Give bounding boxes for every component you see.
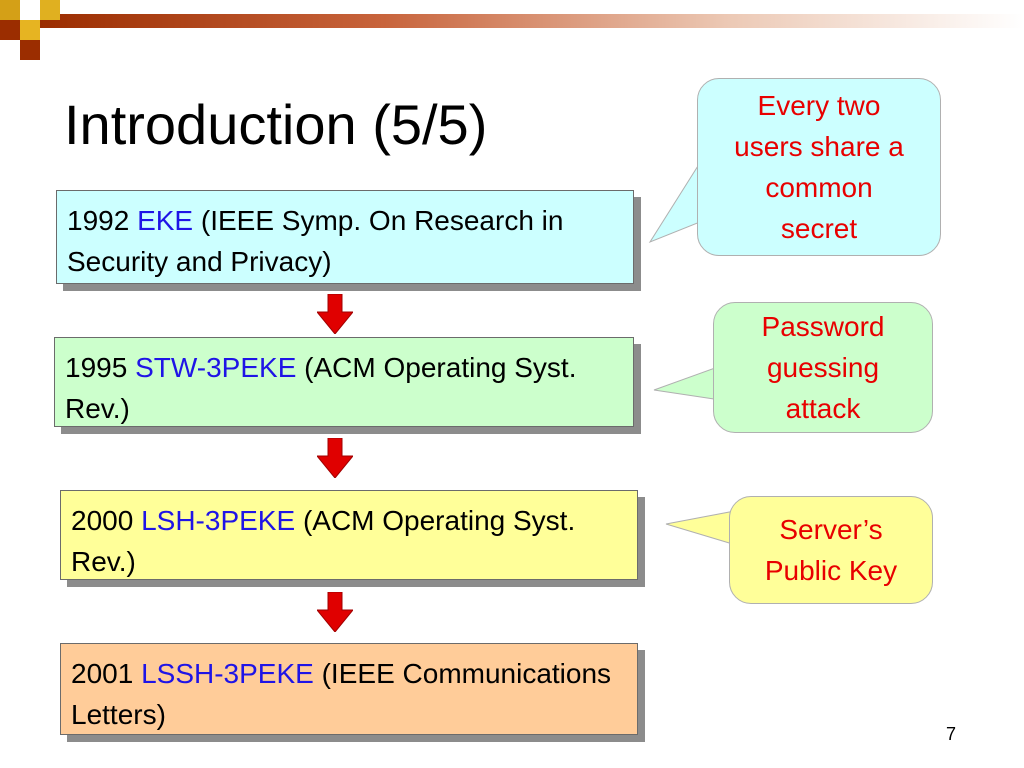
logo-square	[20, 40, 40, 60]
callout-shared-secret: Every two users share a common secret	[697, 78, 941, 256]
box-year: 2000	[71, 505, 134, 536]
box-scheme-name: LSSH-3PEKE	[141, 658, 314, 689]
box-venue: (IEEE Symp. On Research in Security and …	[67, 205, 564, 277]
box-venue: (IEEE Communications Letters)	[71, 658, 612, 730]
callout-text: Password guessing attack	[761, 311, 885, 424]
logo-square	[20, 0, 40, 20]
box-scheme-name: EKE	[137, 205, 194, 236]
box-year: 2001	[71, 658, 134, 689]
down-arrow-icon	[317, 592, 353, 632]
down-arrow-icon	[317, 294, 353, 334]
box-scheme-name: LSH-3PEKE	[141, 505, 296, 536]
callout-password-guessing: Password guessing attack	[713, 302, 933, 433]
timeline-box-1992: 1992 EKE (IEEE Symp. On Research in Secu…	[56, 190, 634, 284]
box-year: 1995	[65, 352, 128, 383]
timeline-box-2001: 2001 LSSH-3PEKE (IEEE Communications Let…	[60, 643, 638, 735]
logo-square	[0, 0, 20, 20]
logo-square	[20, 20, 40, 40]
box-venue: (ACM Operating Syst. Rev.)	[65, 352, 577, 424]
box-year: 1992	[67, 205, 130, 236]
box-venue: (ACM Operating Syst. Rev.)	[71, 505, 576, 577]
box-scheme-name: STW-3PEKE	[135, 352, 297, 383]
callout-server-public-key: Server’s Public Key	[729, 496, 933, 604]
timeline-box-1995: 1995 STW-3PEKE (ACM Operating Syst. Rev.…	[54, 337, 634, 427]
callout-text: Server’s Public Key	[764, 514, 898, 586]
logo-square	[0, 20, 20, 40]
logo-square	[40, 0, 60, 20]
down-arrow-icon	[317, 438, 353, 478]
timeline-box-2000: 2000 LSH-3PEKE (ACM Operating Syst. Rev.…	[60, 490, 638, 580]
page-number: 7	[946, 724, 957, 744]
callout-text: Every two users share a common secret	[734, 90, 904, 244]
slide-title: Introduction (5/5)	[64, 93, 488, 156]
header-gradient-bar	[40, 14, 1024, 28]
